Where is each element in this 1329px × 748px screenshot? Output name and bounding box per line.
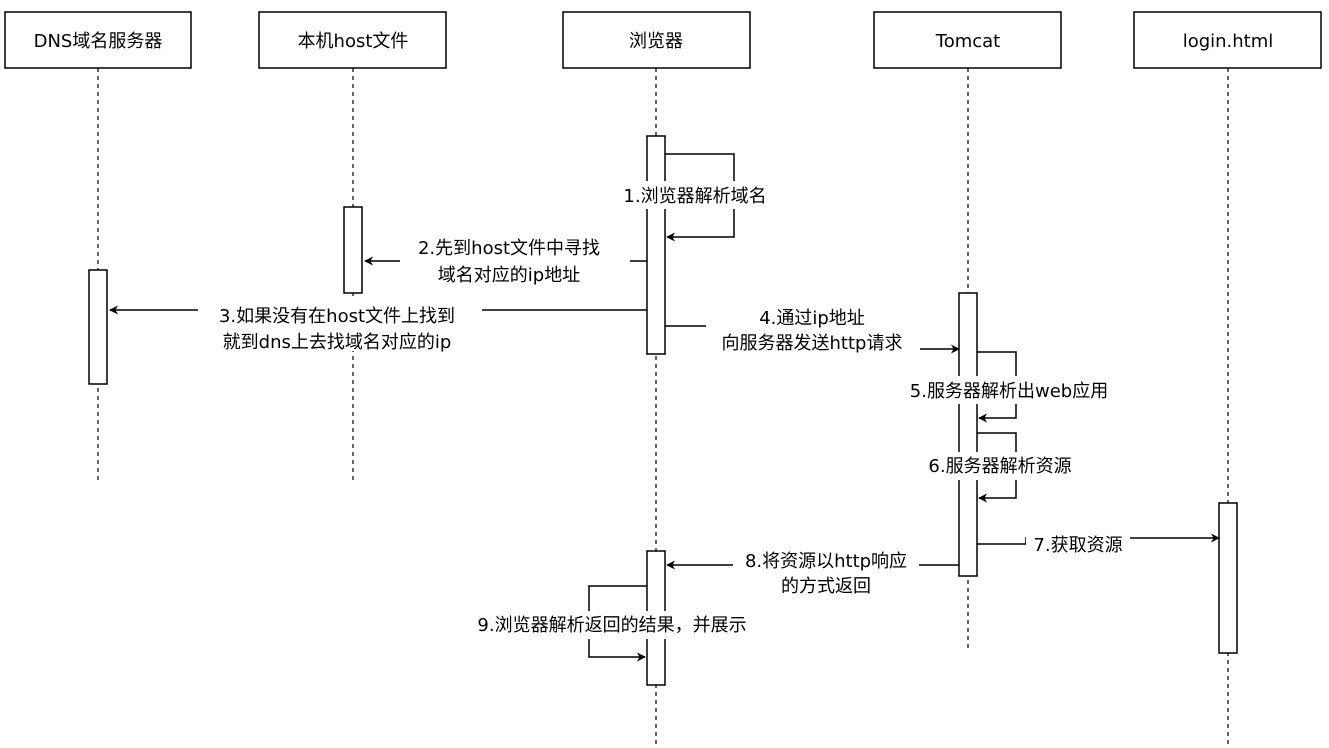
participant-host-label: 本机host文件 <box>298 31 409 52</box>
message-4-label-line2: 向服务器发送http请求 <box>722 333 903 354</box>
message-8-label-line2: 的方式返回 <box>781 576 871 597</box>
participant-browser: 浏览器 <box>562 11 751 69</box>
activation-tomcat <box>958 292 978 577</box>
participant-login-label: login.html <box>1183 31 1274 52</box>
message-7-label: 7.获取资源 <box>1033 535 1122 556</box>
message-6-label: 6.服务器解析资源 <box>928 456 1071 477</box>
message-1-label: 1.浏览器解析域名 <box>623 186 766 207</box>
activation-login <box>1218 502 1238 654</box>
message-5-label: 5.服务器解析出web应用 <box>910 381 1108 402</box>
message-8: 8.将资源以http响应 的方式返回 <box>666 548 959 600</box>
participant-host: 本机host文件 <box>258 11 447 69</box>
participant-dns-label: DNS域名服务器 <box>34 31 163 52</box>
message-9: 9.浏览器解析返回的结果，并展示 <box>456 585 770 662</box>
participant-login: login.html <box>1133 11 1322 69</box>
activation-dns <box>88 269 108 385</box>
message-4-label-line1: 4.通过ip地址 <box>759 308 865 329</box>
message-6: 6.服务器解析资源 <box>916 432 1084 503</box>
message-2-label-line1: 2.先到host文件中寻找 <box>418 238 600 259</box>
message-3: 3.如果没有在host文件上找到 就到dns上去找域名对应的ip <box>109 297 647 353</box>
message-9-label: 9.浏览器解析返回的结果，并展示 <box>477 615 746 636</box>
activation-browser-1 <box>646 135 666 355</box>
activation-host <box>343 206 363 294</box>
message-5: 5.服务器解析出web应用 <box>896 351 1122 423</box>
participant-tomcat: Tomcat <box>873 11 1062 69</box>
participant-dns: DNS域名服务器 <box>4 11 192 69</box>
message-2-label-line2: 域名对应的ip地址 <box>438 265 580 286</box>
message-8-label-line1: 8.将资源以http响应 <box>745 551 907 572</box>
message-3-label-line1: 3.如果没有在host文件上找到 <box>219 306 455 327</box>
participant-tomcat-label: Tomcat <box>935 31 1000 52</box>
participant-browser-label: 浏览器 <box>629 31 683 52</box>
message-2: 2.先到host文件中寻找 域名对应的ip地址 <box>364 236 647 288</box>
message-4: 4.通过ip地址 向服务器发送http请求 <box>665 305 960 357</box>
message-1: 1.浏览器解析域名 <box>612 153 778 242</box>
message-7: 7.获取资源 <box>977 530 1220 558</box>
message-3-label-line2: 就到dns上去找域名对应的ip <box>223 332 452 353</box>
